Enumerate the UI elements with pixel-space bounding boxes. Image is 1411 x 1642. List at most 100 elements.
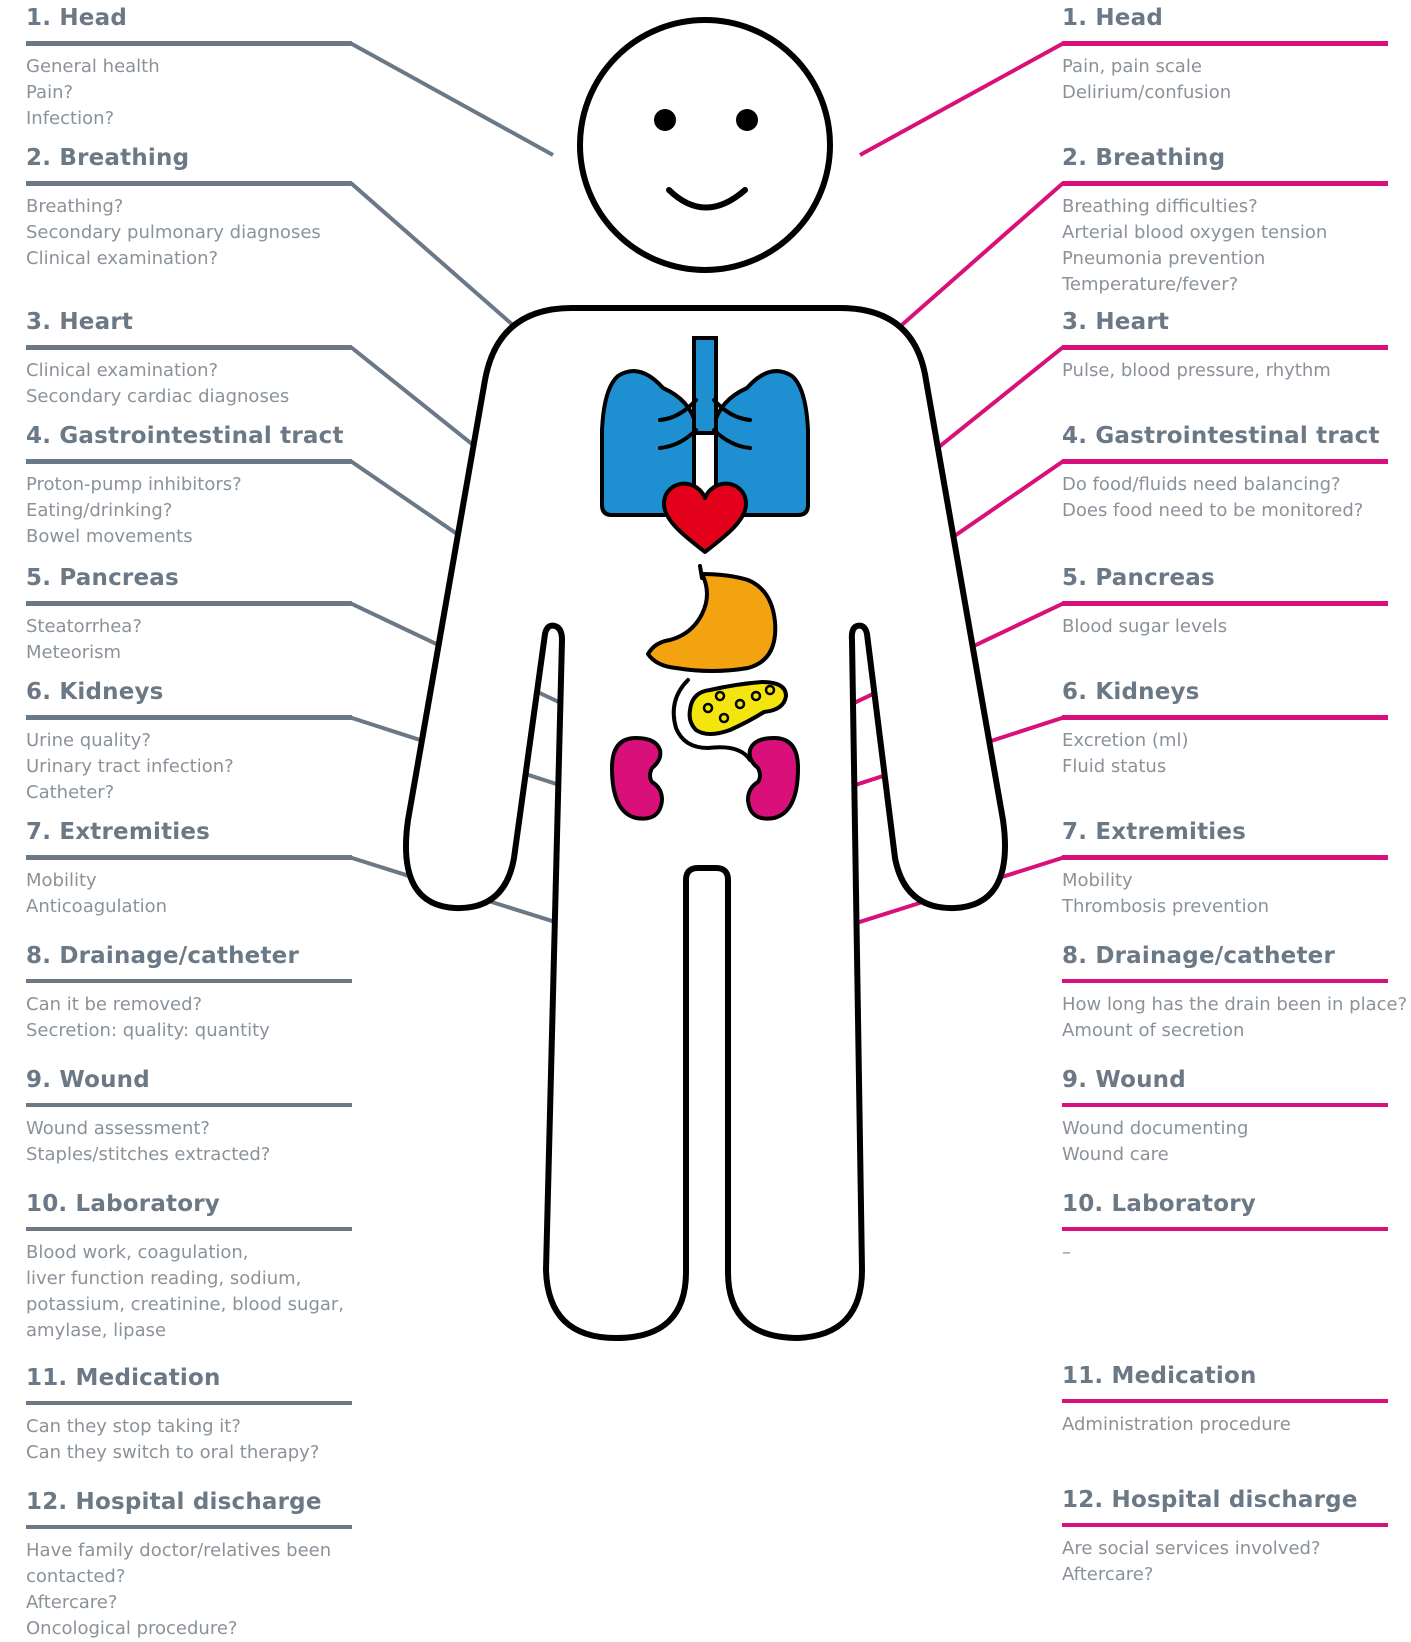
- section-rule: [26, 979, 352, 983]
- section-rule: [1062, 459, 1388, 463]
- section-line: Blood work, coagulation,: [26, 1240, 352, 1266]
- section-line: Urinary tract infection?: [26, 754, 352, 780]
- section-line: Excretion (ml): [1062, 728, 1388, 754]
- section-title: 7. Extremities: [1062, 818, 1388, 846]
- section-title: 5. Pancreas: [1062, 564, 1388, 592]
- section-line: Pain?: [26, 80, 352, 106]
- section-title: 9. Wound: [26, 1066, 352, 1094]
- section-title: 11. Medication: [26, 1364, 352, 1392]
- section-title: 10. Laboratory: [1062, 1190, 1388, 1218]
- section-title: 9. Wound: [1062, 1066, 1388, 1094]
- section-rule: [1062, 41, 1388, 45]
- section-rule: [1062, 1523, 1388, 1527]
- section-line: Amount of secretion: [1062, 1018, 1388, 1044]
- section-line: Have family doctor/relatives been: [26, 1538, 352, 1564]
- section-line: Pulse, blood pressure, rhythm: [1062, 358, 1388, 384]
- section-line: Wound care: [1062, 1142, 1388, 1168]
- section-line: Proton-pump inhibitors?: [26, 472, 352, 498]
- section-rule: [26, 855, 352, 859]
- section-line: Clinical examination?: [26, 246, 352, 272]
- section-line: Pain, pain scale: [1062, 54, 1388, 80]
- section-rule: [26, 459, 352, 463]
- section-line: amylase, lipase: [26, 1318, 352, 1344]
- section-line: Clinical examination?: [26, 358, 352, 384]
- section-title: 4. Gastrointestinal tract: [1062, 422, 1388, 450]
- section-rule: [1062, 181, 1388, 185]
- section-line: Breathing?: [26, 194, 352, 220]
- section-line: potassium, creatinine, blood sugar,: [26, 1292, 352, 1318]
- section-rule: [26, 1227, 352, 1231]
- section-rule: [1062, 601, 1388, 605]
- section-line: liver function reading, sodium,: [26, 1266, 352, 1292]
- section-line: Fluid status: [1062, 754, 1388, 780]
- section-rule: [26, 1103, 352, 1107]
- section-line: Are social services involved?: [1062, 1536, 1388, 1562]
- section-rule: [26, 601, 352, 605]
- section-title: 12. Hospital discharge: [26, 1488, 352, 1516]
- section-line: Infection?: [26, 106, 352, 132]
- section-line: Blood sugar levels: [1062, 614, 1388, 640]
- section-line: Thrombosis prevention: [1062, 894, 1388, 920]
- section-rule: [26, 181, 352, 185]
- section-title: 8. Drainage/catheter: [26, 942, 352, 970]
- section-title: 4. Gastrointestinal tract: [26, 422, 352, 450]
- section-line: Can they stop taking it?: [26, 1414, 352, 1440]
- section-line: Does food need to be monitored?: [1062, 498, 1388, 524]
- section-rule: [1062, 855, 1388, 859]
- right-section-4: 4. Gastrointestinal tract Do food/fluids …: [1062, 422, 1388, 524]
- section-line: Catheter?: [26, 780, 352, 806]
- section-line: Staples/stitches extracted?: [26, 1142, 352, 1168]
- section-line: Mobility: [1062, 868, 1388, 894]
- section-rule: [26, 715, 352, 719]
- section-title: 12. Hospital discharge: [1062, 1486, 1388, 1514]
- section-title: 10. Laboratory: [26, 1190, 352, 1218]
- section-title: 1. Head: [1062, 4, 1388, 32]
- section-rule: [1062, 1227, 1388, 1231]
- section-line: Do food/fluids need balancing?: [1062, 472, 1388, 498]
- section-line: Meteorism: [26, 640, 352, 666]
- section-title: 2. Breathing: [26, 144, 352, 172]
- section-line: Can they switch to oral therapy?: [26, 1440, 352, 1466]
- section-title: 8. Drainage/catheter: [1062, 942, 1388, 970]
- section-line: Temperature/fever?: [1062, 272, 1388, 298]
- section-rule: [1062, 979, 1388, 983]
- section-title: 7. Extremities: [26, 818, 352, 846]
- section-line: Secretion: quality: quantity: [26, 1018, 352, 1044]
- section-line: Bowel movements: [26, 524, 352, 550]
- right-section-9: 9. WoundWound documentingWound care: [1062, 1066, 1388, 1168]
- section-title: 2. Breathing: [1062, 144, 1388, 172]
- section-rule: [26, 1401, 352, 1405]
- section-line: Secondary cardiac diagnoses: [26, 384, 352, 410]
- section-line: Urine quality?: [26, 728, 352, 754]
- section-line: Can it be removed?: [26, 992, 352, 1018]
- section-title: 6. Kidneys: [1062, 678, 1388, 706]
- section-title: 6. Kidneys: [26, 678, 352, 706]
- section-line: Arterial blood oxygen tension: [1062, 220, 1388, 246]
- section-line: Wound documenting: [1062, 1116, 1388, 1142]
- section-line: Secondary pulmonary diagnoses: [26, 220, 352, 246]
- smiley-face-icon: [580, 20, 830, 270]
- section-line: Oncological procedure?: [26, 1616, 352, 1642]
- section-line: Aftercare?: [1062, 1562, 1388, 1588]
- section-line: –: [1062, 1240, 1388, 1266]
- section-line: Wound assessment?: [26, 1116, 352, 1142]
- section-title: 3. Heart: [26, 308, 352, 336]
- section-rule: [1062, 345, 1388, 349]
- section-rule: [26, 345, 352, 349]
- section-line: contacted?: [26, 1564, 352, 1590]
- section-line: Delirium/confusion: [1062, 80, 1388, 106]
- section-title: 5. Pancreas: [26, 564, 352, 592]
- section-line: Breathing difficulties?: [1062, 194, 1388, 220]
